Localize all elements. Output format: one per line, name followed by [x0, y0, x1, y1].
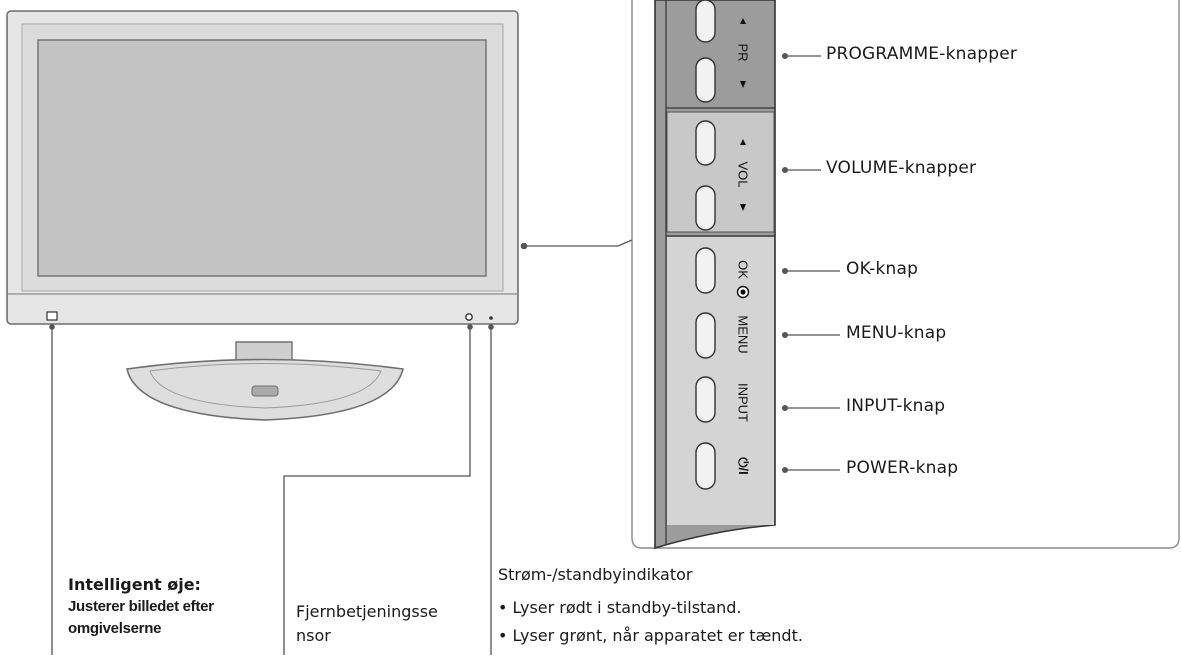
panel-label-power: ⏻/I: [736, 457, 751, 475]
panel-label-vol: VOL: [735, 161, 751, 188]
pr-down-button[interactable]: [695, 57, 716, 103]
leader-dot-power-indicator: [488, 324, 494, 330]
remote-sensor: [465, 313, 473, 321]
leader-dot-power: [782, 467, 788, 473]
side-panel-inset: [631, 0, 1180, 550]
pr-down-arrow-icon: [740, 81, 746, 88]
leader-dot-input: [782, 405, 788, 411]
panel-lower-section: [667, 237, 774, 525]
callout-ok: OK-knap: [846, 259, 919, 279]
leader-dot-programme: [782, 53, 788, 59]
panel-label-pr: PR: [735, 43, 751, 62]
panel-label-menu: MENU: [735, 315, 751, 354]
leader-dot-volume: [782, 167, 788, 173]
ok-dot-center-icon: [740, 289, 746, 295]
indicator-title: Strøm-/standbyindikator: [498, 565, 693, 584]
tv-screen: [37, 39, 487, 277]
callout-power: POWER-knap: [846, 458, 959, 478]
tv-stand-base-inner: [149, 363, 382, 409]
remote-sensor-label-1: Fjernbetjeningsse: [296, 602, 438, 621]
vol-up-button[interactable]: [695, 120, 716, 166]
vol-up-arrow-icon: [740, 139, 746, 145]
panel-label-input: INPUT: [735, 383, 751, 422]
leader-remote-sensor: [283, 326, 471, 655]
power-button[interactable]: [695, 442, 716, 490]
tv-front-view: [6, 10, 519, 421]
input-button[interactable]: [695, 376, 716, 423]
indicator-bullet-on: • Lyser grønt, når apparatet er tændt.: [498, 626, 803, 645]
leader-dot-ok: [782, 268, 788, 274]
leader-dot-intelligent-eye: [49, 324, 55, 330]
intelligent-eye-desc-2: omgivelserne: [68, 620, 162, 637]
leader-lines: [49, 53, 840, 655]
pr-up-arrow-icon: [740, 18, 746, 24]
callout-input: INPUT-knap: [846, 396, 946, 416]
panel-label-ok: OK: [735, 260, 751, 279]
remote-sensor-label-2: nsor: [296, 626, 331, 645]
vol-down-arrow-icon: [740, 204, 746, 211]
tv-stand-joint: [251, 385, 279, 397]
callout-programme: PROGRAMME-knapper: [826, 44, 1018, 64]
leader-dot-tv: [520, 242, 528, 250]
leader-dot-remote-sensor: [467, 324, 473, 330]
inset-frame: [631, 0, 1180, 549]
indicator-bullet-standby: • Lyser rødt i standby-tilstand.: [498, 598, 742, 617]
intelligent-eye-sensor: [46, 311, 58, 321]
panel-vol-section: [666, 111, 775, 233]
power-indicator-led: [489, 316, 493, 320]
leader-tv-to-panel: [524, 239, 633, 247]
pr-up-button[interactable]: [695, 0, 716, 43]
menu-button[interactable]: [695, 312, 716, 359]
intelligent-eye-title: Intelligent øje:: [68, 575, 201, 594]
vol-down-button[interactable]: [695, 185, 716, 231]
intelligent-eye-desc-1: Justerer billedet efter: [68, 598, 214, 615]
callout-menu: MENU-knap: [846, 323, 947, 343]
ok-button[interactable]: [695, 247, 716, 294]
leader-dot-menu: [782, 332, 788, 338]
callout-volume: VOLUME-knapper: [826, 158, 977, 178]
